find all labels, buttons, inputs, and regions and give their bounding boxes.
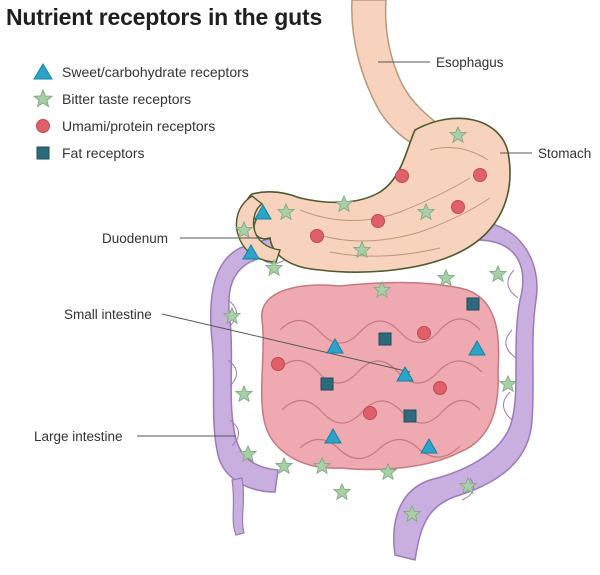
fat-receptor-marker <box>320 377 334 391</box>
triangle-icon <box>33 62 53 79</box>
bitter-receptor-marker <box>489 265 507 282</box>
leader-lines <box>137 61 532 437</box>
bitter-receptor-marker <box>437 269 455 286</box>
small-intestine <box>260 281 500 471</box>
umami-receptor-marker <box>473 168 487 182</box>
legend-label-sweet: Sweet/carbohydrate receptors <box>62 63 249 80</box>
legend-label-bitter: Bitter taste receptors <box>62 90 192 107</box>
bitter-receptor-marker <box>235 385 253 402</box>
umami-receptor-marker <box>451 200 465 214</box>
label-esophagus: Esophagus <box>436 55 504 70</box>
small-intestine-leader <box>161 313 411 373</box>
label-duodenum: Duodenum <box>102 231 168 246</box>
diagram-title: Nutrient receptors in the guts <box>6 4 323 30</box>
legend-item-bitter: Bitter taste receptors <box>30 85 249 112</box>
star-icon <box>32 88 54 108</box>
stomach <box>235 117 511 273</box>
umami-receptor-marker <box>371 214 385 228</box>
label-stomach: Stomach <box>538 146 591 161</box>
bitter-receptor-marker <box>333 483 351 500</box>
umami-receptor-marker <box>310 229 324 243</box>
label-small-intestine: Small intestine <box>64 307 152 322</box>
legend-item-sweet: Sweet/carbohydrate receptors <box>30 58 249 85</box>
fat-receptor-marker <box>466 297 480 311</box>
legend-item-umami: Umami/protein receptors <box>30 112 249 139</box>
circle-icon <box>36 118 50 133</box>
fat-receptor-marker <box>378 332 392 346</box>
fat-receptor-marker <box>403 409 417 423</box>
legend-label-fat: Fat receptors <box>62 144 145 161</box>
square-icon <box>36 146 50 159</box>
umami-receptor-marker <box>363 406 377 420</box>
umami-receptor-marker <box>395 169 409 183</box>
legend-label-umami: Umami/protein receptors <box>62 117 216 134</box>
bitter-receptor-marker <box>499 375 517 392</box>
umami-receptor-marker <box>271 357 285 371</box>
umami-receptor-marker <box>433 381 447 395</box>
legend: Sweet/carbohydrate receptors Bitter tast… <box>30 58 249 166</box>
umami-receptor-marker <box>417 326 431 340</box>
legend-item-fat: Fat receptors <box>30 139 249 166</box>
label-large-intestine: Large intestine <box>34 429 123 444</box>
